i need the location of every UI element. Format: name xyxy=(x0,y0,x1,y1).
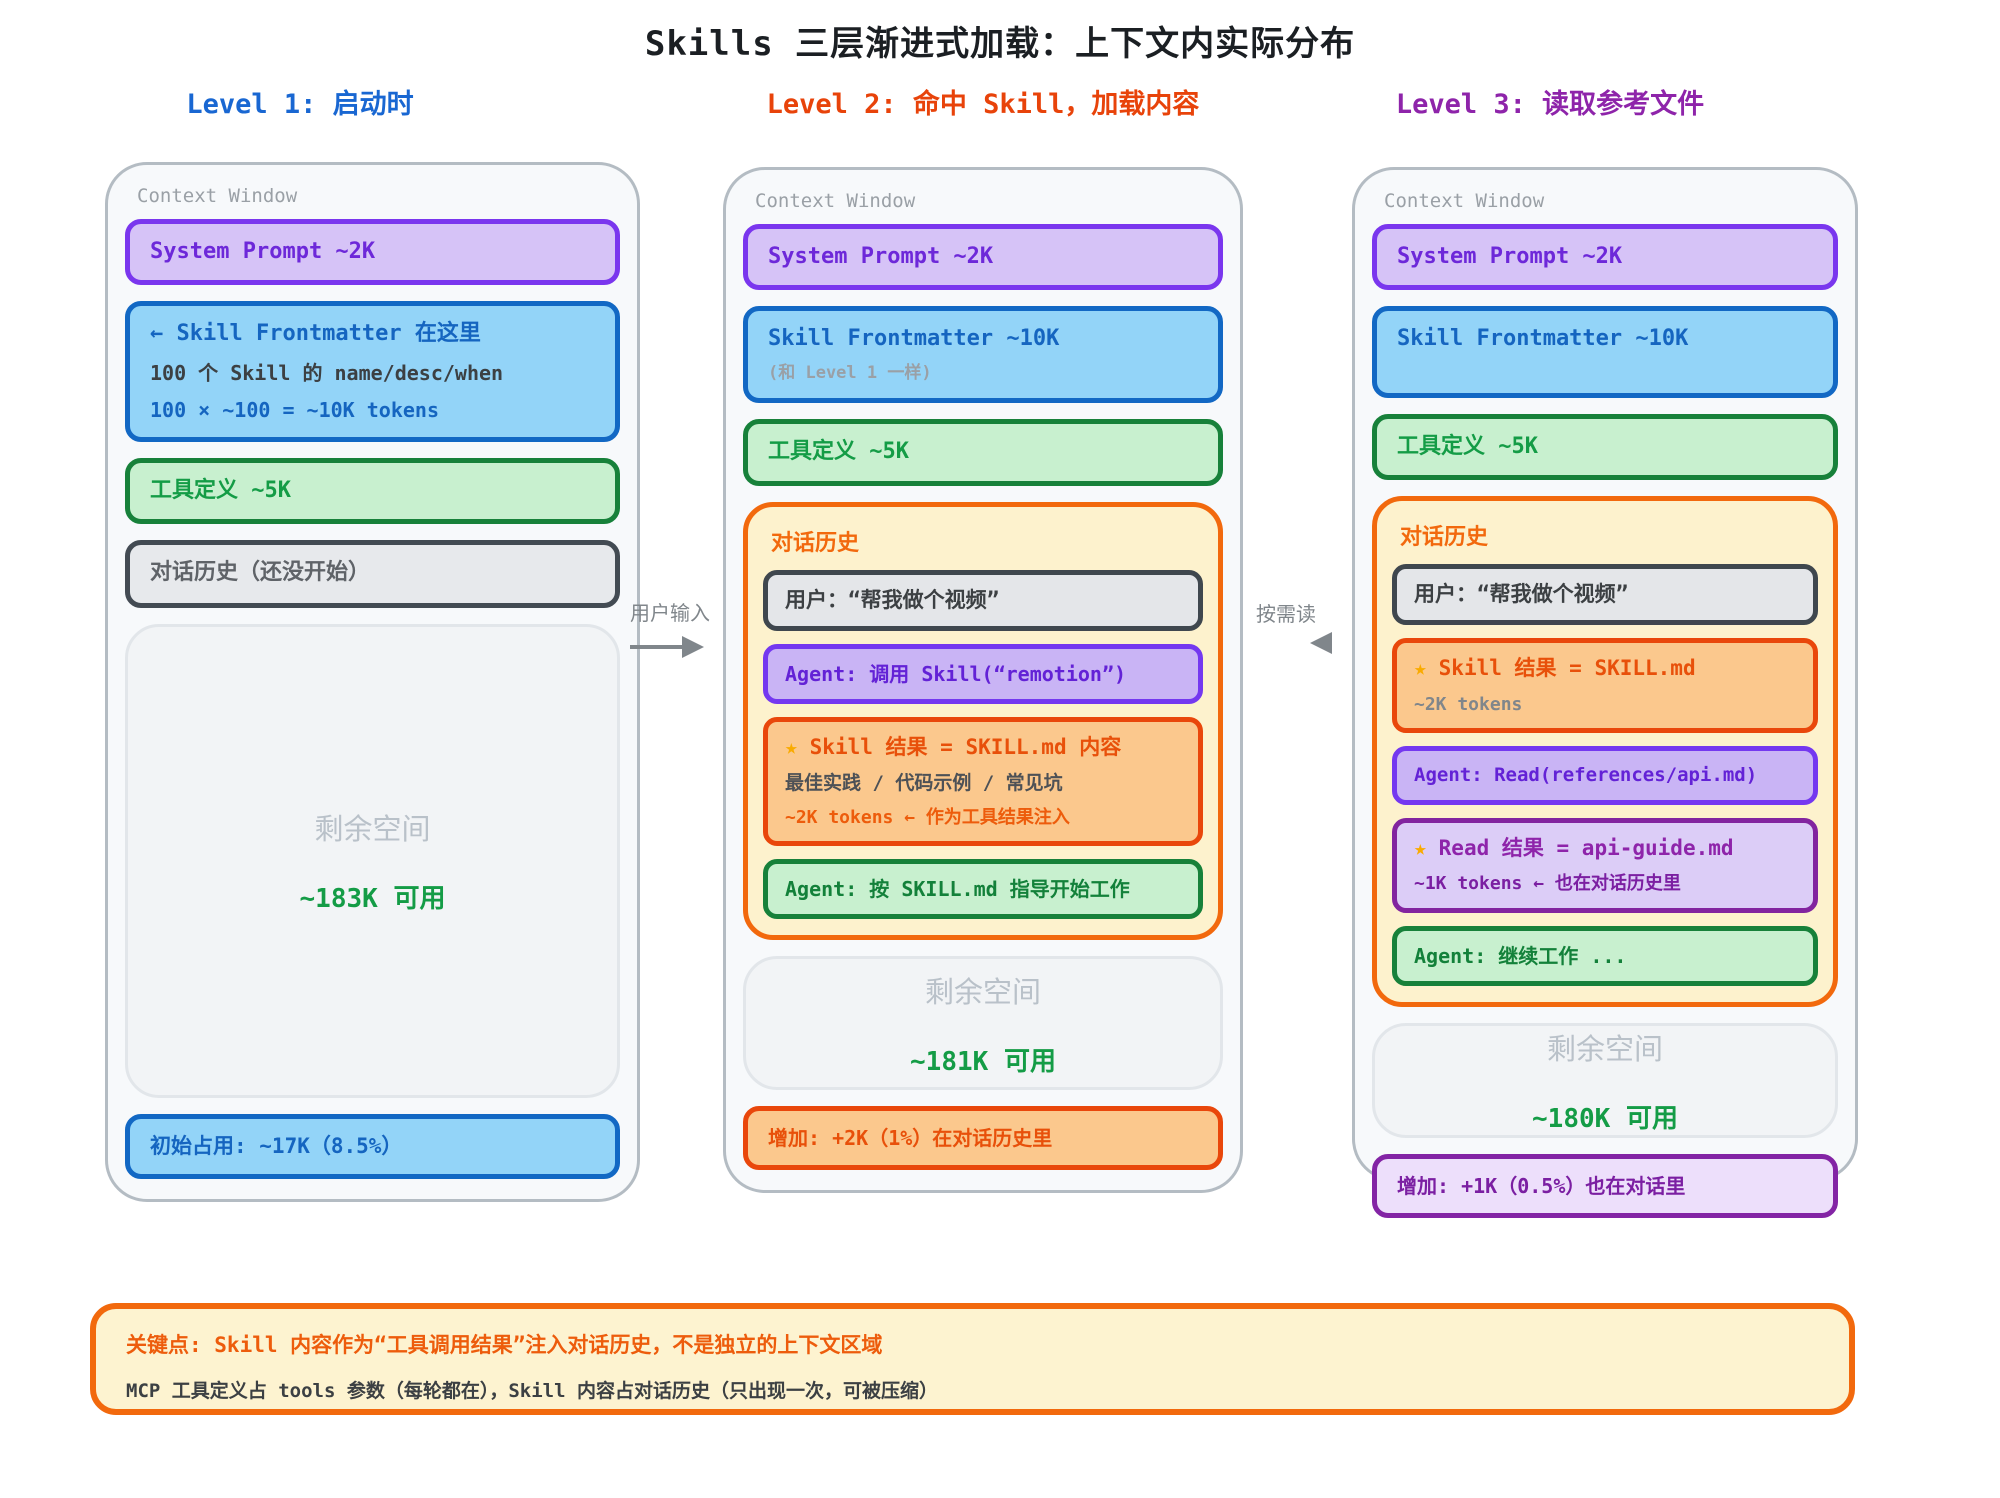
level2-frontmatter-box: Skill Frontmatter ~10K (和 Level 1 一样) xyxy=(743,306,1223,404)
level3-frontmatter-box: Skill Frontmatter ~10K xyxy=(1372,306,1838,398)
on-demand-read-label: 按需读 xyxy=(1256,602,1316,626)
key-note-line2: MCP 工具定义占 tools 参数（每轮都在），Skill 内容占对话历史（只… xyxy=(126,1380,938,1402)
level2-user-message: 用户：“帮我做个视频” xyxy=(763,569,1203,631)
level1-header: Level 1: 启动时 xyxy=(186,89,414,120)
user-input-label: 用户输入 xyxy=(630,601,710,625)
level3-skill-result-title: ★ Skill 结果 = SKILL.md xyxy=(1414,656,1796,681)
level1-context-window: Context Window System Prompt ~2K ← Skill… xyxy=(105,162,640,1202)
level2-frontmatter-title: Skill Frontmatter ~10K xyxy=(768,326,1060,352)
level3-skill-result-box: ★ Skill 结果 = SKILL.md ~2K tokens xyxy=(1392,638,1818,734)
level2-system-prompt-box: System Prompt ~2K xyxy=(743,224,1223,291)
key-note-line1: 关键点: Skill 内容作为“工具调用结果”注入对话历史，不是独立的上下文区域 xyxy=(126,1333,883,1357)
level3-remaining-value: ~180K 可用 xyxy=(1532,1103,1678,1134)
level2-agent-skill-call: Agent: 调用 Skill(“remotion”) xyxy=(763,643,1203,704)
level3-agent-read-call: Agent: Read(references/api.md) xyxy=(1392,746,1818,805)
level1-context-window-label: Context Window xyxy=(137,185,298,207)
star-icon: ★ xyxy=(1414,656,1427,681)
level1-frontmatter-box: ← Skill Frontmatter 在这里 100 个 Skill 的 na… xyxy=(125,301,620,442)
level1-tools-box: 工具定义 ~5K xyxy=(125,457,620,525)
level2-context-window: Context Window System Prompt ~2K Skill F… xyxy=(723,167,1243,1193)
level1-remaining-value: ~183K 可用 xyxy=(299,884,446,915)
level2-remaining-box: 剩余空间 ~181K 可用 xyxy=(743,956,1223,1090)
level3-user-message: 用户：“帮我做个视频” xyxy=(1392,564,1818,626)
key-note-banner: 关键点: Skill 内容作为“工具调用结果”注入对话历史，不是独立的上下文区域… xyxy=(90,1303,1855,1415)
level3-read-result-title: ★ Read 结果 = api-guide.md xyxy=(1414,836,1796,861)
level3-remaining-box: 剩余空间 ~180K 可用 xyxy=(1372,1022,1838,1138)
level3-read-result-title-text: Read 结果 = api-guide.md xyxy=(1438,835,1734,860)
level2-remaining-value: ~181K 可用 xyxy=(910,1046,1056,1077)
star-icon: ★ xyxy=(1414,835,1427,860)
level2-header: Level 2: 命中 Skill，加载内容 xyxy=(766,89,1200,120)
level3-read-result-box: ★ Read 结果 = api-guide.md ~1K tokens ← 也在对… xyxy=(1392,817,1818,913)
level2-remaining-label: 剩余空间 xyxy=(924,974,1041,1009)
level3-context-window-label: Context Window xyxy=(1384,190,1545,212)
level1-frontmatter-title: ← Skill Frontmatter 在这里 xyxy=(150,321,481,347)
level1-frontmatter-line2: 100 个 Skill 的 name/desc/when xyxy=(150,360,504,385)
level2-agent-work-message: Agent: 按 SKILL.md 指导开始工作 xyxy=(763,859,1203,920)
level2-frontmatter-subtitle: (和 Level 1 一样) xyxy=(768,362,932,383)
level1-frontmatter-line3: 100 × ~100 = ~10K tokens xyxy=(150,397,439,422)
right-arrow-icon xyxy=(630,636,704,658)
level3-system-prompt-box: System Prompt ~2K xyxy=(1372,224,1838,291)
level1-history-box: 对话历史（还没开始） xyxy=(125,540,620,609)
level2-dialog-history: 对话历史 用户：“帮我做个视频” Agent: 调用 Skill(“remoti… xyxy=(743,501,1223,941)
level3-dialog-history-label: 对话历史 xyxy=(1400,525,1489,551)
level1-remaining-label: 剩余空间 xyxy=(314,812,431,847)
level3-read-result-line2: ~1K tokens ← 也在对话历史里 xyxy=(1414,873,1681,895)
level2-skill-result-line2: 最佳实践 / 代码示例 / 常见坑 xyxy=(785,771,1063,794)
level1-initial-usage-box: 初始占用: ~17K（8.5%） xyxy=(125,1113,620,1179)
star-icon: ★ xyxy=(785,734,798,759)
level3-tools-box: 工具定义 ~5K xyxy=(1372,413,1838,481)
level1-system-prompt-box: System Prompt ~2K xyxy=(125,219,620,286)
level3-increase-box: 增加: +1K（0.5%）也在对话里 xyxy=(1372,1153,1838,1218)
level3-dialog-history: 对话历史 用户：“帮我做个视频” ★ Skill 结果 = SKILL.md ~2… xyxy=(1372,496,1838,1007)
diagram-title: Skills 三层渐进式加载：上下文内实际分布 xyxy=(644,24,1356,64)
level2-skill-result-line3: ~2K tokens ← 作为工具结果注入 xyxy=(785,806,1070,828)
level2-skill-result-box: ★ Skill 结果 = SKILL.md 内容 最佳实践 / 代码示例 / 常见… xyxy=(763,716,1203,847)
level1-remaining-box: 剩余空间 ~183K 可用 xyxy=(125,624,620,1098)
level3-remaining-label: 剩余空间 xyxy=(1546,1031,1663,1066)
left-arrow-icon xyxy=(1310,632,1332,654)
level3-header: Level 3: 读取参考文件 xyxy=(1395,89,1705,120)
level2-increase-box: 增加: +2K（1%）在对话历史里 xyxy=(743,1106,1223,1170)
level2-skill-result-title-text: Skill 结果 = SKILL.md 内容 xyxy=(809,734,1122,759)
level2-tools-box: 工具定义 ~5K xyxy=(743,419,1223,486)
level3-context-window: Context Window System Prompt ~2K Skill F… xyxy=(1352,167,1858,1218)
level2-context-window-label: Context Window xyxy=(755,190,916,212)
level3-skill-result-line2: ~2K tokens xyxy=(1414,693,1523,715)
level3-skill-result-title-text: Skill 结果 = SKILL.md xyxy=(1438,656,1696,681)
level2-skill-result-title: ★ Skill 结果 = SKILL.md 内容 xyxy=(785,735,1181,760)
level2-dialog-history-label: 对话历史 xyxy=(771,530,860,556)
level3-agent-continue-message: Agent: 继续工作 ... xyxy=(1392,925,1818,986)
